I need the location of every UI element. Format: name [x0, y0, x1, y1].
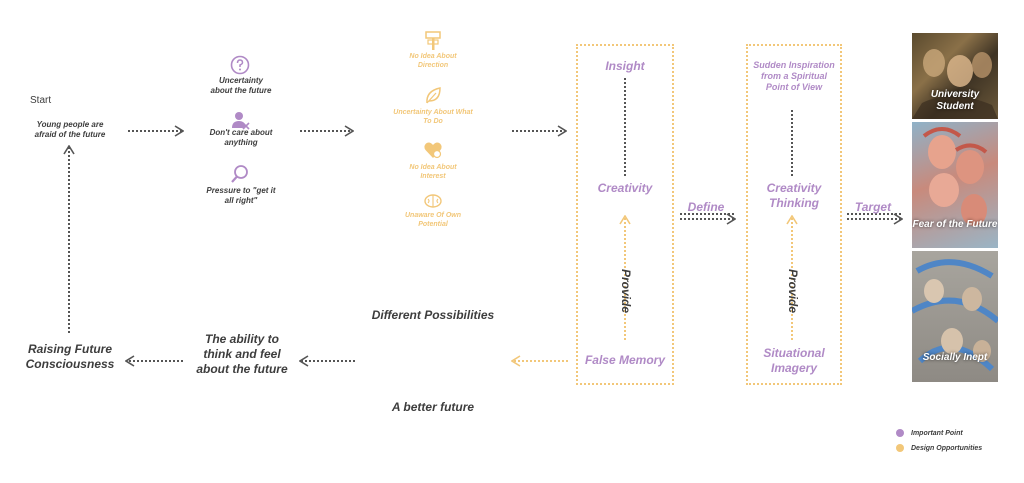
start-text: Young people are afraid of the future: [34, 120, 106, 139]
box1-provide: Provide: [619, 268, 633, 313]
creativity-thinking-box: [746, 44, 842, 385]
box1-creativity: Creativity: [597, 181, 653, 195]
box2-situational-imagery: Situational Imagery: [763, 346, 825, 375]
opportunity-what-to-do: Uncertainty About What To Do: [393, 109, 473, 125]
target-label-university-student: University Student: [930, 89, 980, 112]
problem-dont-care: Don't care about anything: [209, 128, 273, 147]
define-label: Define: [687, 200, 725, 214]
legend: Important Point Design Opportunities: [896, 426, 982, 455]
box1-insight: Insight: [605, 59, 645, 73]
legend-label-important: Important Point: [911, 429, 963, 437]
better-future: A better future: [391, 400, 475, 414]
box2-inspiration: Sudden Inspiration from a Spiritual Poin…: [753, 60, 835, 92]
signpost-icon: [423, 30, 443, 52]
problem-pressure: Pressure to "get it all right": [206, 186, 276, 205]
target-label-socially-inept: Socially Inept: [922, 352, 988, 363]
box2-creativity-thinking: Creativity Thinking: [766, 181, 822, 210]
raising-text: Raising Future Consciousness: [25, 342, 115, 371]
question-icon: [230, 55, 250, 75]
target-label-fear-of-future: Fear of the Future: [912, 219, 998, 230]
opportunity-potential: Unaware Of Own Potential: [404, 212, 461, 228]
target-photo-socially-inept: Socially Inept: [912, 251, 998, 382]
start-label: Start: [30, 95, 52, 106]
ability-text: The ability to think and feel about the …: [196, 332, 288, 376]
target-photo-university-student: University Student: [912, 33, 998, 119]
legend-label-opportunities: Design Opportunities: [911, 444, 983, 452]
legend-item-important: Important Point: [896, 426, 982, 440]
heart-icon: [423, 140, 443, 160]
creativity-box: [576, 44, 674, 385]
search-icon: [230, 164, 250, 184]
problem-uncertainty: Uncertainty about the future: [210, 76, 272, 95]
opportunity-direction: No Idea About Direction: [409, 53, 457, 69]
legend-swatch-opportunities: [896, 444, 904, 452]
legend-item-opportunities: Design Opportunities: [896, 441, 982, 455]
box2-provide: Provide: [786, 268, 800, 313]
opportunity-interest: No Idea About Interest: [409, 164, 457, 180]
target-photo-fear-of-future: Fear of the Future: [912, 122, 998, 248]
leaf-icon: [423, 85, 443, 107]
different-possibilities: Different Possibilities: [371, 308, 495, 322]
user-off-icon: [230, 110, 250, 130]
brain-icon: [423, 193, 443, 209]
target-label: Target: [854, 200, 892, 214]
legend-swatch-important: [896, 429, 904, 437]
box1-false-memory: False Memory: [584, 353, 666, 367]
